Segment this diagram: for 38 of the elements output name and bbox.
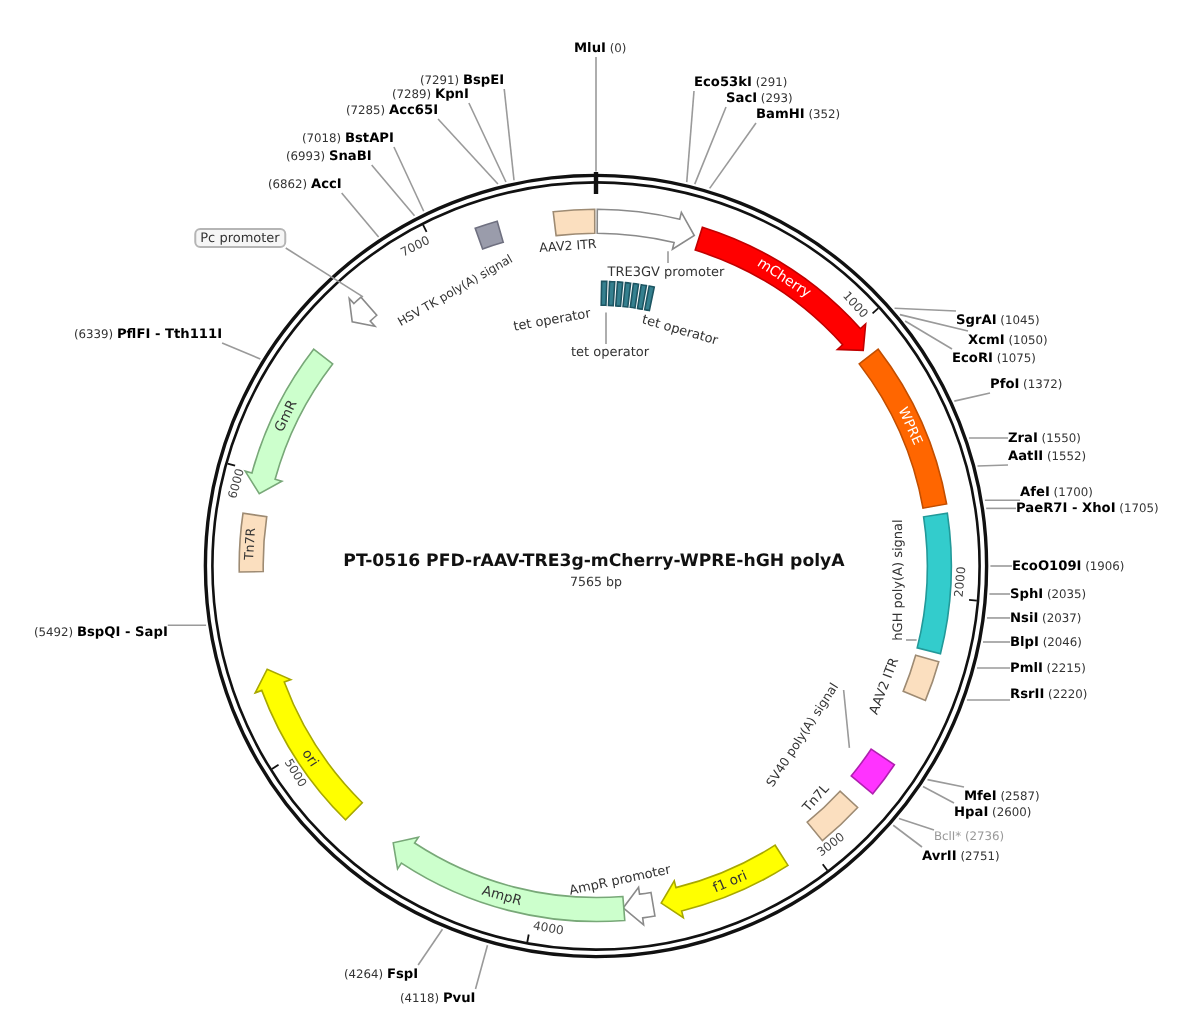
leader-line	[926, 778, 965, 788]
leader-line	[953, 392, 991, 402]
leader-line	[892, 824, 923, 848]
leader-line	[899, 313, 969, 332]
leader-line	[284, 247, 364, 298]
leader-line	[976, 464, 1009, 467]
leader-line	[595, 56, 597, 173]
leader-line	[904, 320, 953, 350]
leader-line	[988, 593, 1011, 595]
leader-line	[417, 928, 444, 966]
leader-line	[982, 641, 1011, 643]
leader-line	[167, 624, 207, 627]
leader-line	[370, 164, 416, 217]
leader-line	[340, 192, 380, 238]
leader-line	[898, 817, 935, 831]
leader-line	[221, 342, 262, 360]
leader-line	[667, 250, 669, 264]
leader-line	[693, 106, 727, 185]
leader-line	[985, 507, 1017, 510]
leader-line	[966, 699, 1011, 701]
leader-line	[968, 437, 1009, 439]
leader-line	[474, 944, 489, 990]
leader-line	[393, 146, 425, 212]
leader-line	[685, 90, 695, 183]
leader-line	[842, 689, 851, 749]
plasmid-name: PT-0516 PFD-rAAV-TRE3g-mCherry-WPRE-hGH polyA	[343, 553, 845, 569]
leader-line	[503, 88, 515, 181]
leader-line	[984, 499, 1021, 502]
leader-line	[708, 122, 757, 190]
leader-line	[468, 102, 507, 183]
leader-line	[989, 565, 1013, 567]
leader-line	[986, 617, 1011, 619]
leader-line	[437, 118, 499, 185]
leader-line	[605, 311, 607, 345]
leader-line	[905, 639, 918, 641]
leader-line	[893, 307, 957, 312]
leader-line	[976, 667, 1011, 669]
leader-line	[922, 785, 955, 804]
